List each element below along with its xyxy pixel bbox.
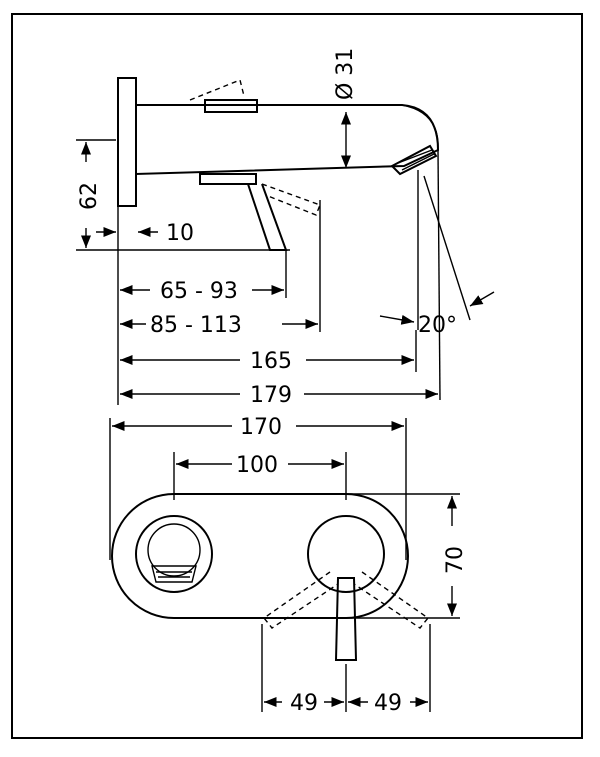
spacing-100-label: 100	[236, 453, 278, 478]
diameter-dimension: Ø 31	[333, 48, 358, 168]
width-170-label: 170	[240, 415, 282, 440]
length-165-label: 165	[250, 349, 292, 374]
front-view	[111, 493, 430, 661]
height-70-dimension: 70	[346, 493, 468, 619]
offset-left-label: 49	[290, 691, 318, 716]
range-65-93-label: 65 - 93	[160, 279, 238, 304]
angle-dimension: 20°	[379, 291, 495, 338]
range-85-113-label: 85 - 113	[150, 313, 242, 338]
page-frame	[11, 13, 583, 739]
width-170-dimension: 170	[109, 415, 407, 560]
length-165-dimension: 165	[120, 349, 414, 374]
diameter-label: Ø 31	[333, 48, 358, 100]
offset-dimensions: 49 49	[261, 624, 431, 716]
side-view	[117, 77, 471, 401]
range-65-93-dimension: 65 - 93	[120, 279, 284, 304]
range-85-113-dimension: 85 - 113	[120, 313, 318, 338]
wall-10-label: 10	[166, 221, 194, 246]
angle-label: 20°	[418, 313, 457, 338]
spacing-100-dimension: 100	[173, 452, 347, 500]
height-70-label: 70	[443, 546, 468, 574]
length-179-label: 179	[250, 383, 292, 408]
height-62-label: 62	[77, 182, 102, 210]
length-179-dimension: 179	[120, 383, 438, 408]
offset-right-label: 49	[374, 691, 402, 716]
height-62-dimension: 62	[76, 139, 290, 251]
wall-10-dimension: 10	[96, 221, 194, 246]
